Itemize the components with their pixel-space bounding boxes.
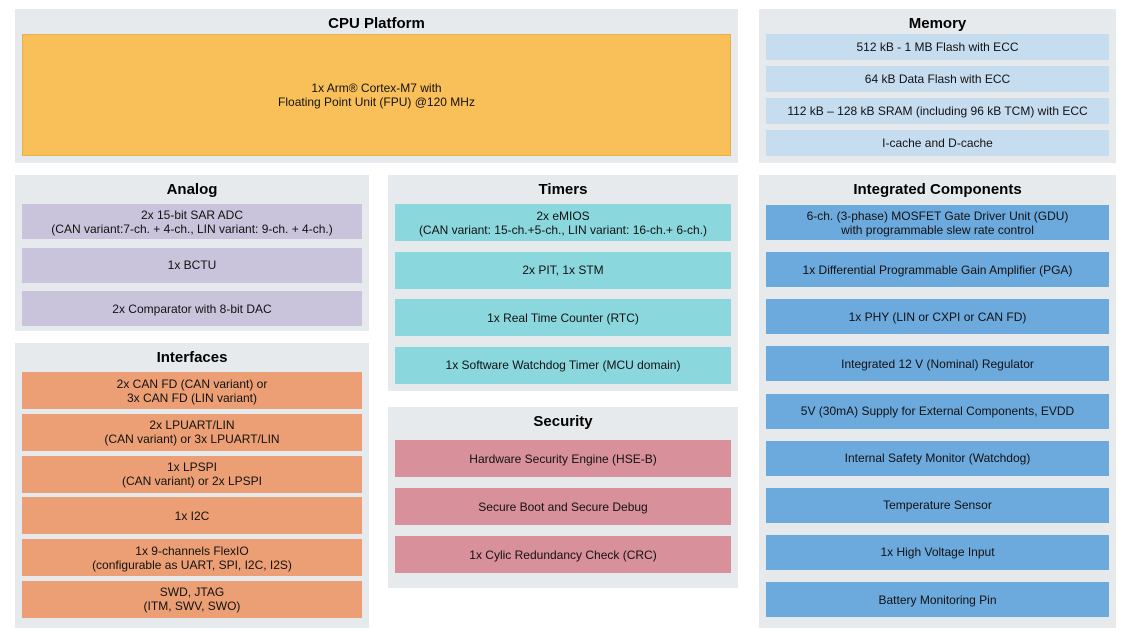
diagram-block: 2x PIT, 1x STM <box>395 251 731 289</box>
diagram-block: 1x Real Time Counter (RTC) <box>395 299 731 337</box>
diagram-block-label: Battery Monitoring Pin <box>878 592 997 607</box>
diagram-block-label: Internal Safety Monitor (Watchdog) <box>844 451 1031 466</box>
diagram-block: 1x LPSPI(CAN variant) or 2x LPSPI <box>22 455 362 493</box>
diagram-block-label: 1x PHY (LIN or CXPI or CAN FD) <box>848 309 1027 324</box>
section-timers: Timers 2x eMIOS(CAN variant: 15-ch.+5-ch… <box>388 175 738 391</box>
diagram-block: Integrated 12 V (Nominal) Regulator <box>766 346 1109 382</box>
diagram-block-label: 1x Differential Programmable Gain Amplif… <box>802 262 1073 277</box>
diagram-block-label: 2x PIT, 1x STM <box>522 263 604 278</box>
diagram-block: 112 kB – 128 kB SRAM (including 96 kB TC… <box>766 98 1109 124</box>
diagram-block-label: Secure Boot and Secure Debug <box>478 499 648 514</box>
diagram-block-label: 2x eMIOS(CAN variant: 15-ch.+5-ch., LIN … <box>418 208 708 237</box>
diagram-block: 5V (30mA) Supply for External Components… <box>766 393 1109 429</box>
diagram-block: Temperature Sensor <box>766 487 1109 523</box>
diagram-block-label: 1x High Voltage Input <box>880 545 995 560</box>
section-title-interfaces: Interfaces <box>156 349 228 366</box>
diagram-block: 2x 15-bit SAR ADC(CAN variant:7-ch. + 4-… <box>22 204 362 239</box>
diagram-block-label: 1x 9-channels FlexIO(configurable as UAR… <box>92 543 292 572</box>
diagram-block: 2x Comparator with 8-bit DAC <box>22 291 362 326</box>
section-security: Security Hardware Security Engine (HSE-B… <box>388 407 738 588</box>
diagram-block-label: 5V (30mA) Supply for External Components… <box>800 404 1075 418</box>
analog-rows: 2x 15-bit SAR ADC(CAN variant:7-ch. + 4-… <box>22 204 362 326</box>
diagram-block-label: 1x Cylic Redundancy Check (CRC) <box>469 547 657 562</box>
diagram-block-label: SWD, JTAG(ITM, SWV, SWO) <box>143 585 241 614</box>
diagram-block: 1x I2C <box>22 497 362 535</box>
diagram-block: Secure Boot and Secure Debug <box>395 488 731 525</box>
section-title-security: Security <box>533 413 593 430</box>
diagram-block: 2x eMIOS(CAN variant: 15-ch.+5-ch., LIN … <box>395 204 731 241</box>
diagram-block-label: 112 kB – 128 kB SRAM (including 96 kB TC… <box>787 104 1088 118</box>
diagram-block: 64 kB Data Flash with ECC <box>766 66 1109 92</box>
diagram-block-label: Temperature Sensor <box>883 498 992 513</box>
section-title-integrated-components: Integrated Components <box>853 181 1022 198</box>
diagram-block-label: 2x Comparator with 8-bit DAC <box>112 301 272 316</box>
diagram-block: 1x Cylic Redundancy Check (CRC) <box>395 536 731 573</box>
section-integrated-components: Integrated Components 6-ch. (3-phase) MO… <box>759 175 1116 628</box>
section-title-memory: Memory <box>908 15 967 32</box>
diagram-block: 1x High Voltage Input <box>766 534 1109 570</box>
diagram-block: 1x Differential Programmable Gain Amplif… <box>766 252 1109 288</box>
diagram-block: 2x LPUART/LIN(CAN variant) or 3x LPUART/… <box>22 413 362 451</box>
diagram-block: Battery Monitoring Pin <box>766 582 1109 617</box>
section-title-cpu-platform: CPU Platform <box>328 15 425 32</box>
section-analog: Analog 2x 15-bit SAR ADC(CAN variant:7-c… <box>15 175 369 331</box>
diagram-block-label: 1x Real Time Counter (RTC) <box>487 310 639 325</box>
diagram-block: Internal Safety Monitor (Watchdog) <box>766 440 1109 476</box>
diagram-block: I-cache and D-cache <box>766 130 1109 156</box>
diagram-block-label: I-cache and D-cache <box>882 136 993 150</box>
diagram-block: 1x 9-channels FlexIO(configurable as UAR… <box>22 539 362 577</box>
section-memory: Memory 512 kB - 1 MB Flash with ECC 64 k… <box>759 9 1116 163</box>
section-title-timers: Timers <box>538 181 588 198</box>
diagram-block-label: 1x BCTU <box>167 258 217 272</box>
timers-rows: 2x eMIOS(CAN variant: 15-ch.+5-ch., LIN … <box>395 204 731 384</box>
diagram-block-label: 6-ch. (3-phase) MOSFET Gate Driver Unit … <box>806 208 1069 237</box>
diagram-block-label: 512 kB - 1 MB Flash with ECC <box>856 40 1019 54</box>
diagram-block-label: 1x I2C <box>174 508 210 523</box>
section-title-analog: Analog <box>166 181 218 198</box>
diagram-block-label: 2x LPUART/LIN(CAN variant) or 3x LPUART/… <box>104 418 280 447</box>
diagram-block-label: 64 kB Data Flash with ECC <box>864 72 1011 86</box>
diagram-block: Hardware Security Engine (HSE-B) <box>395 440 731 477</box>
diagram-block: SWD, JTAG(ITM, SWV, SWO) <box>22 580 362 618</box>
integrated-components-rows: 6-ch. (3-phase) MOSFET Gate Driver Unit … <box>766 205 1109 617</box>
diagram-block: 1x PHY (LIN or CXPI or CAN FD) <box>766 299 1109 335</box>
diagram-block-label: 2x 15-bit SAR ADC(CAN variant:7-ch. + 4-… <box>51 207 333 236</box>
memory-rows: 512 kB - 1 MB Flash with ECC 64 kB Data … <box>766 34 1109 156</box>
diagram-block: 512 kB - 1 MB Flash with ECC <box>766 34 1109 60</box>
diagram-block-label: 1x Software Watchdog Timer (MCU domain) <box>445 358 681 373</box>
diagram-block-label: Integrated 12 V (Nominal) Regulator <box>841 356 1034 371</box>
diagram-block-label: 1x LPSPI(CAN variant) or 2x LPSPI <box>121 460 263 489</box>
diagram-block: 6-ch. (3-phase) MOSFET Gate Driver Unit … <box>766 205 1109 240</box>
diagram-block: 1x Software Watchdog Timer (MCU domain) <box>395 346 731 384</box>
diagram-block-label: Hardware Security Engine (HSE-B) <box>469 451 657 466</box>
diagram-block: 1x BCTU <box>22 247 362 283</box>
security-rows: Hardware Security Engine (HSE-B) Secure … <box>395 440 731 573</box>
